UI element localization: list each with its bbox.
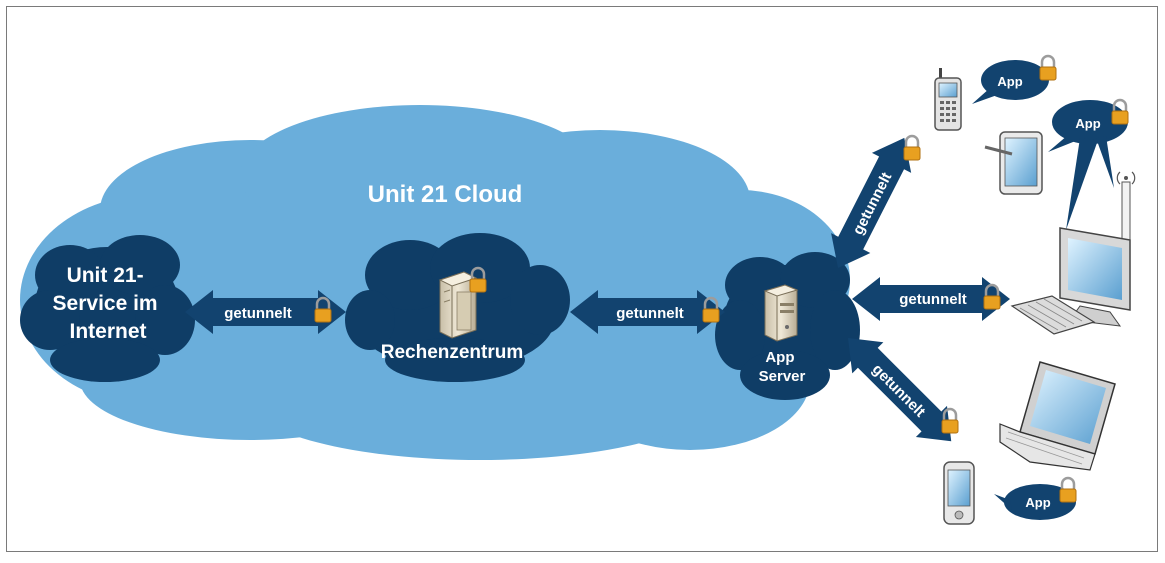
app-bubble-tablet: App (1048, 98, 1130, 230)
tunnel-label-datacenter-appserver: getunnelt (616, 305, 684, 322)
internet-service-line-1: Unit 21- (67, 264, 144, 287)
tunnel-label-internet-datacenter: getunnelt (224, 305, 292, 322)
tunnel-label-appserver-desktop: getunnelt (899, 291, 967, 308)
app-server-line-2: Server (759, 368, 806, 385)
smartphone-icon (943, 461, 975, 525)
app-bubble-phone: App (972, 54, 1058, 104)
app-bubble-tablet-label: App (1075, 116, 1100, 131)
internet-service-cloud (20, 235, 195, 382)
app-bubble-smartphone-label: App (1025, 495, 1050, 510)
appserver-cloud (715, 252, 860, 400)
internet-service-line-3: Internet (69, 320, 146, 343)
datacenter-server-icon (438, 271, 478, 339)
cellphone-icon (934, 68, 962, 131)
app-bubble-smartphone: App (994, 476, 1078, 520)
tablet-icon (984, 131, 1043, 195)
laptop-icon (999, 361, 1116, 471)
app-server-line-1: App (765, 349, 794, 366)
internet-service-line-2: Service im (53, 292, 158, 315)
cloud-title: Unit 21 Cloud (368, 181, 523, 208)
internet-service-label: Unit 21- Service im Internet (53, 264, 164, 343)
keyboard-icon (1010, 295, 1096, 335)
tunnel-arrow-internet-datacenter: getunnelt (185, 290, 346, 334)
datacenter-label: Rechenzentrum (381, 342, 524, 363)
tunnel-arrow-appserver-desktop: getunnelt (852, 277, 1010, 321)
app-server-label: App Server (759, 349, 806, 385)
app-bubble-phone-label: App (997, 74, 1022, 89)
desktop-computer-icon (1059, 227, 1131, 327)
tunnel-arrow-datacenter-appserver: getunnelt (570, 290, 725, 334)
app-server-icon (763, 284, 799, 342)
